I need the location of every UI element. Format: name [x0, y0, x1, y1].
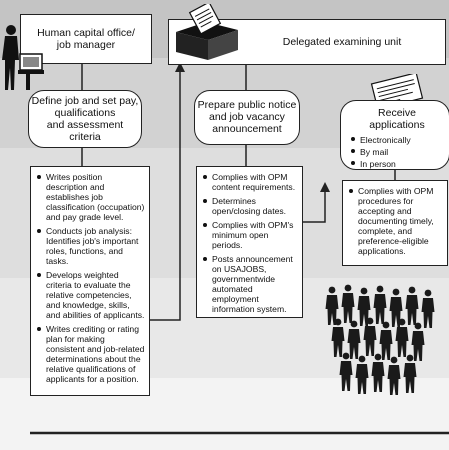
step-receive-applications: Receive applications Electronically By m… — [340, 100, 449, 170]
detail-item: Posts announcement on USAJOBS, governmen… — [203, 254, 298, 314]
worker-at-computer-icon — [2, 25, 44, 90]
step-prepare-notice: Prepare public notice and job vacancy an… — [194, 90, 300, 145]
step-prepare-notice-details: Complies with OPM content requirements. … — [196, 166, 303, 318]
detail-item: Conducts job analysis: Identifies job's … — [37, 226, 145, 266]
step-receive-applications-details: Complies with OPM procedures for accepti… — [342, 180, 448, 266]
detail-item: Complies with OPM procedures for accepti… — [349, 186, 443, 256]
hr-office-header: Human capital office/ job manager — [20, 14, 152, 64]
detail-item: Writes position description and establis… — [37, 172, 145, 222]
step-receive-applications-title: Receive applications — [369, 107, 425, 131]
detail-item: Complies with OPM's minimum open periods… — [203, 220, 298, 250]
ballot-box-icon — [176, 4, 238, 60]
step-define-job-details: Writes position description and establis… — [30, 166, 150, 396]
detail-item: Writes crediting or rating plan for maki… — [37, 324, 145, 384]
method-item: Electronically — [351, 134, 443, 146]
detail-item: Complies with OPM content requirements. — [203, 172, 298, 192]
applicant-crowd-icon — [325, 284, 435, 395]
step-define-job: Define job and set pay, qualifications a… — [28, 90, 142, 148]
detail-item: Determines open/closing dates. — [203, 196, 298, 216]
detail-item: Develops weighted criteria to evaluate t… — [37, 270, 145, 320]
method-item: In person — [351, 158, 443, 170]
method-item: By mail — [351, 146, 443, 158]
